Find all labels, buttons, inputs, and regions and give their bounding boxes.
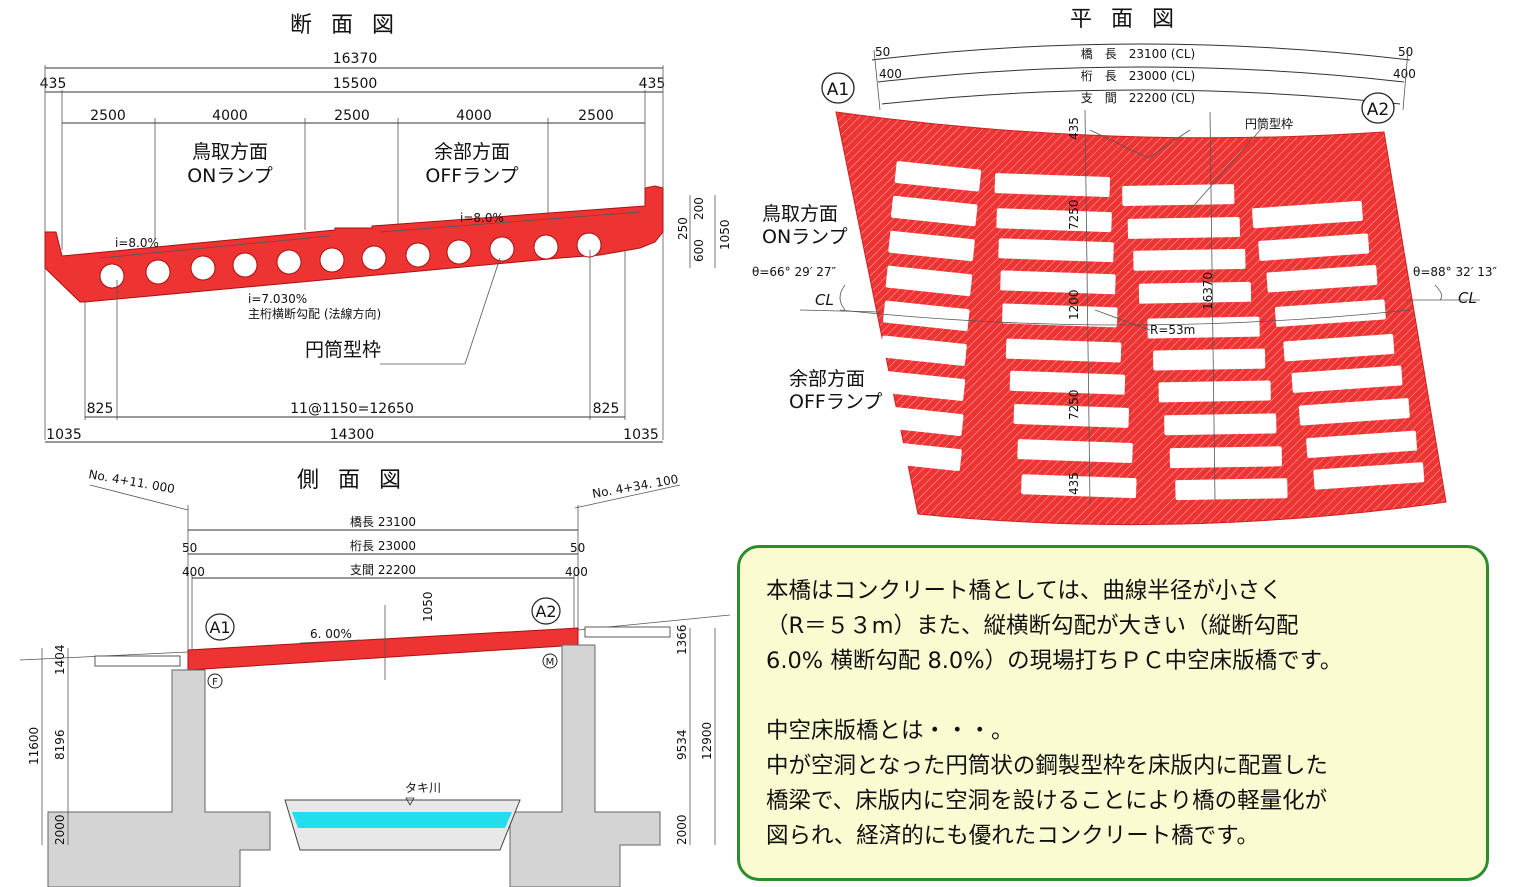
note-line-4: 中空床版橋とは・・・。 bbox=[766, 718, 1014, 744]
plan-dim-16370: 16370 bbox=[1201, 272, 1215, 310]
right-dim-250: 250 bbox=[676, 217, 690, 240]
note-line-6: 橋梁で、床版内に空洞を設けることにより橋の軽量化が bbox=[766, 788, 1328, 814]
plan-cl-right: CL bbox=[1458, 289, 1477, 307]
base-dim-left: 1035 bbox=[46, 427, 82, 443]
note-line-7: 図られ、経済的にも優れたコンクリート橋です。 bbox=[766, 823, 1259, 849]
side-left-dim-8196: 8196 bbox=[53, 729, 67, 760]
lane-dim-3: 2500 bbox=[334, 108, 370, 124]
plan-abutment-a2: A2 bbox=[1367, 100, 1389, 120]
right-dim-200: 200 bbox=[692, 197, 706, 220]
section-title: 断 面 図 bbox=[290, 13, 400, 38]
side-view: 側 面 図 No. 4+11. 000 No. 4+34. 100 橋長 231… bbox=[19, 467, 731, 887]
side-span-length: 支間 22200 bbox=[350, 563, 416, 577]
side-right-dim-2000: 2000 bbox=[675, 814, 689, 845]
abutment-left bbox=[47, 669, 271, 887]
side-right-dim-12900: 12900 bbox=[700, 722, 714, 760]
plan-radius: R=53m bbox=[1150, 323, 1195, 337]
river-water bbox=[292, 812, 512, 828]
plan-left-bottom-label-1: 余部方面 bbox=[789, 368, 865, 390]
plan-dim-435-bottom: 435 bbox=[1067, 472, 1081, 495]
plan-end-400-right: 400 bbox=[1393, 67, 1416, 81]
right-dim-1050: 1050 bbox=[718, 219, 732, 250]
dim-left-edge: 435 bbox=[40, 76, 67, 92]
bottom-dim-left: 825 bbox=[87, 401, 114, 417]
plan-void-form-label: 円筒型枠 bbox=[1245, 116, 1293, 131]
plan-left-label-1: 鳥取方面 bbox=[762, 203, 838, 225]
plan-span-length: 支 間 22200 (CL) bbox=[1081, 91, 1195, 105]
note-line-5: 中が空洞となった円筒状の鋼製型枠を床版内に配置した bbox=[766, 753, 1328, 779]
side-abutment-a2: A2 bbox=[535, 602, 556, 621]
section-view: 断 面 図 16370 15500 435 435 2500 4000 2500… bbox=[40, 13, 732, 443]
plan-void-rects bbox=[875, 161, 1425, 501]
void-circles bbox=[99, 232, 602, 289]
side-end-400-right: 400 bbox=[565, 565, 588, 579]
bottom-dim-center: 11@1150=12650 bbox=[290, 401, 414, 417]
dim-total: 16370 bbox=[333, 51, 378, 67]
side-girder bbox=[187, 627, 579, 671]
slope-right: i=8.0% bbox=[460, 211, 504, 225]
plan-view: 平 面 図 橋 長 23100 (CL) 桁 長 23000 (CL) 支 間 … bbox=[752, 7, 1498, 526]
plan-end-400-left: 400 bbox=[879, 67, 902, 81]
right-dim-600: 600 bbox=[692, 239, 706, 262]
plan-title: 平 面 図 bbox=[1070, 7, 1180, 32]
bearing-fixed: F bbox=[212, 677, 218, 688]
side-bridge-length: 橋長 23100 bbox=[350, 515, 416, 529]
lane-left-label-2: ONランプ bbox=[187, 165, 273, 187]
note-line-1: 本橋はコンクリート橋としては、曲線半径が小さく bbox=[766, 578, 1283, 604]
plan-abutment-a1: A1 bbox=[827, 80, 849, 100]
station-right: No. 4+34. 100 bbox=[591, 472, 679, 501]
side-abutment-a1: A1 bbox=[209, 618, 230, 637]
plan-dim-435-top: 435 bbox=[1067, 117, 1081, 140]
side-left-dim-1404: 1404 bbox=[53, 644, 67, 675]
slope-main-2: 主桁横断勾配 (法線方向) bbox=[248, 306, 381, 321]
side-end-400-left: 400 bbox=[182, 565, 205, 579]
plan-girder-length: 桁 長 23000 (CL) bbox=[1081, 69, 1195, 83]
plan-end-50-left: 50 bbox=[875, 45, 890, 59]
bottom-dim-right: 825 bbox=[593, 401, 620, 417]
lane-right-label-2: OFFランプ bbox=[425, 165, 518, 187]
plan-theta-right: θ=88° 32′ 13″ bbox=[1413, 265, 1498, 279]
side-end-50-left: 50 bbox=[182, 541, 197, 555]
lane-dim-1: 2500 bbox=[90, 108, 126, 124]
side-left-dim-2000: 2000 bbox=[53, 814, 67, 845]
side-left-dim-11600: 11600 bbox=[27, 727, 41, 765]
plan-theta-left: θ=66° 29′ 27″ bbox=[752, 265, 837, 279]
lane-dim-4: 4000 bbox=[456, 108, 492, 124]
description-note: 本橋はコンクリート橋としては、曲線半径が小さく （R＝５３m）また、縦横断勾配が… bbox=[737, 545, 1489, 881]
station-left: No. 4+11. 000 bbox=[87, 467, 175, 496]
lane-dim-5: 2500 bbox=[578, 108, 614, 124]
plan-left-label-2: ONランプ bbox=[762, 226, 848, 248]
side-depth: 1050 bbox=[421, 591, 435, 622]
side-right-dim-1366: 1366 bbox=[675, 624, 689, 655]
slope-left: i=8.0% bbox=[115, 236, 159, 250]
dim-inner: 15500 bbox=[333, 76, 378, 92]
lane-dim-2: 4000 bbox=[212, 108, 248, 124]
river-label: タキ川 bbox=[405, 781, 441, 795]
base-dim-center: 14300 bbox=[330, 427, 375, 443]
void-form-label: 円筒型枠 bbox=[305, 339, 381, 361]
lane-right-label-1: 余部方面 bbox=[434, 141, 510, 163]
note-line-3: 6.0% 横断勾配 8.0%）の現場打ちＰＣ中空床版橋です。 bbox=[766, 648, 1343, 674]
plan-dim-7250-bottom: 7250 bbox=[1067, 389, 1081, 420]
side-right-dim-9534: 9534 bbox=[675, 729, 689, 760]
base-dim-right: 1035 bbox=[623, 427, 659, 443]
slope-main-1: i=7.030% bbox=[248, 292, 307, 306]
plan-dim-1200: 1200 bbox=[1067, 289, 1081, 320]
side-girder-length: 桁長 23000 bbox=[350, 539, 416, 553]
plan-bridge-length: 橋 長 23100 (CL) bbox=[1081, 47, 1195, 61]
note-line-2: （R＝５３m）また、縦横断勾配が大きい（縦断勾配 bbox=[766, 613, 1299, 639]
plan-left-bottom-label-2: OFFランプ bbox=[789, 391, 882, 413]
plan-end-50-right: 50 bbox=[1398, 45, 1413, 59]
abutment-right bbox=[509, 644, 661, 887]
side-slope: 6. 00% bbox=[310, 627, 352, 641]
side-end-50-right: 50 bbox=[570, 541, 585, 555]
dim-right-edge: 435 bbox=[639, 76, 666, 92]
plan-dim-7250-top: 7250 bbox=[1067, 199, 1081, 230]
bearing-movable: M bbox=[546, 657, 555, 668]
lane-left-label-1: 鳥取方面 bbox=[192, 141, 268, 163]
plan-cl-left: CL bbox=[815, 291, 834, 309]
side-title: 側 面 図 bbox=[297, 468, 407, 493]
